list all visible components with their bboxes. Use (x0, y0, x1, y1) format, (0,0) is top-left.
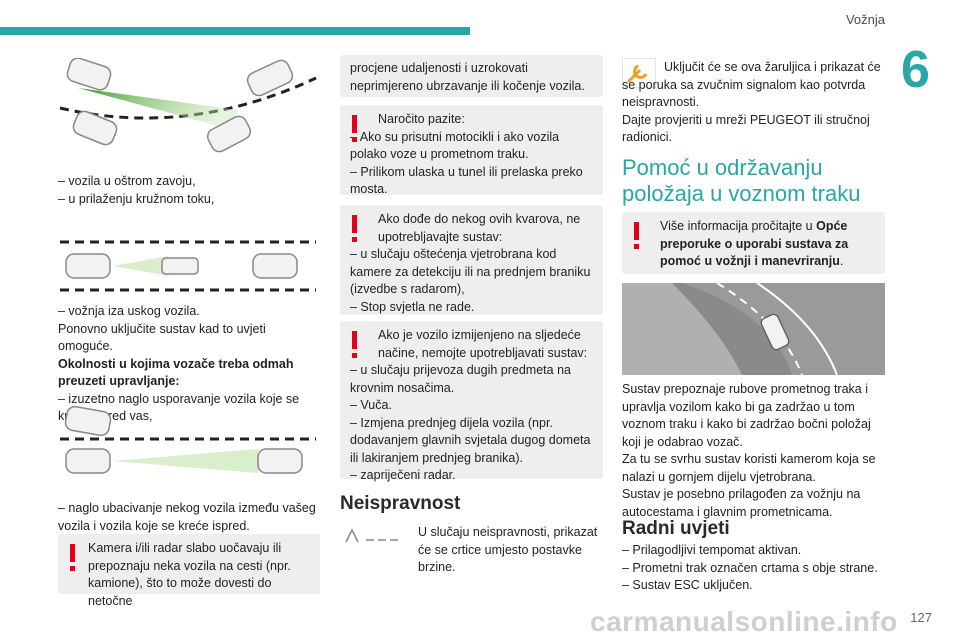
caption-line: – naglo ubacivanje nekog vozila između v… (58, 501, 316, 533)
warning-text: procjene udaljenosti i uzrokovati neprim… (350, 61, 585, 93)
warning-line: – u slučaju oštećenja vjetrobrana kod ka… (350, 247, 591, 296)
warning-title: Ako dođe do nekog ovih kvarova, ne upotr… (378, 212, 581, 244)
info-text: Više informacija pročitajte u (660, 219, 817, 233)
takeover-heading: Okolnosti u kojima vozače treba odmah pr… (58, 356, 294, 389)
warning-line: – Stop svjetla ne rade. (350, 299, 475, 314)
warning-icon (352, 331, 357, 358)
warning-line: – Ako su prisutni motocikli i ako vozila… (350, 129, 560, 162)
info-end: . (839, 254, 844, 268)
working-conditions-heading: Radni uvjeti (622, 518, 730, 539)
list-item: – Prometni trak označen crtama s obje st… (622, 560, 878, 575)
caption-line: – vozila u oštrom zavoju, (58, 174, 196, 188)
warning-title: Ako je vozilo izmijenjeno na sljedeće na… (378, 328, 588, 360)
curve-radar-illustration (59, 58, 317, 153)
lane-keeping-heading: Pomoć u održavanju položaja u voznom tra… (622, 155, 861, 206)
fig3-caption: – naglo ubacivanje nekog vozila između v… (58, 500, 320, 535)
warning-icon (352, 115, 357, 142)
warning-title: Naročito pazite: (378, 112, 465, 126)
warning-box-camera: Kamera i/ili radar slabo uočavaju ili pr… (58, 534, 320, 608)
warning-icon (70, 544, 75, 571)
section-title: Vožnja (845, 12, 885, 27)
list-item: – Sustav ESC uključen. (622, 578, 753, 592)
wrench-text-2: Dajte provjeriti u mreži PEUGEOT ili str… (622, 112, 870, 145)
cut-in-illustration (60, 405, 316, 474)
wrench-text-block: Uključit će se ova žaruljica i prikazat … (622, 59, 884, 147)
warning-box-caution: Naročito pazite: – Ako su prisutni motoc… (340, 105, 603, 196)
wrench-warning-icon (622, 58, 656, 88)
body-paragraph: Sustav je posebno prilagođen za vožnju n… (622, 487, 861, 519)
caption-line: – vožnja iza uskog vozila. (58, 304, 200, 318)
warning-line: – Izmjena prednjeg dijela vozila (npr. d… (350, 415, 591, 465)
list-item: – Prilagodljivi tempomat aktivan. (622, 543, 802, 557)
warning-icon (352, 215, 357, 242)
warning-line: – Vuča. (350, 398, 392, 412)
conditions-list: – Prilagodljivi tempomat aktivan. – Prom… (622, 542, 884, 595)
info-reference-link[interactable]: Opće preporuke o uporabi sustava za pomo… (660, 219, 849, 268)
page-number: 127 (910, 610, 932, 625)
speed-dashes-icon (345, 528, 398, 543)
chapter-number: 6 (901, 41, 930, 99)
lane-body: Sustav prepoznaje rubove prometnog traka… (622, 381, 884, 521)
warning-line: – u slučaju prijevoza dugih predmeta na … (350, 363, 571, 395)
warning-line: – Prilikom ulaska u tunel ili prelaska p… (350, 164, 583, 197)
caption-line: – u prilaženju kružnom toku, (58, 191, 215, 206)
warning-line: – zapriječeni radar. (350, 468, 456, 482)
info-box-lane: Više informacija pročitajte u Opće prepo… (622, 212, 885, 274)
wrench-text: Uključit će se ova žaruljica i prikazat … (622, 60, 881, 109)
warning-box-continued: procjene udaljenosti i uzrokovati neprim… (340, 55, 603, 97)
fault-heading: Neispravnost (340, 493, 461, 514)
warning-box-faults: Ako dođe do nekog ovih kvarova, ne upotr… (340, 205, 603, 315)
watermark: carmanualsonline.info (590, 606, 898, 637)
fig1-caption: – vozila u oštrom zavoju, – u prilaženju… (58, 173, 320, 208)
fault-text: U slučaju neispravnosti, prikazat će se … (418, 525, 598, 574)
warning-text: Kamera i/ili radar slabo uočavaju ili pr… (88, 541, 291, 608)
caption-line: Ponovno uključite sustav kad to uvjeti o… (58, 321, 266, 354)
header-accent-bar (0, 27, 470, 35)
body-paragraph: Za tu se svrhu sustav koristi kamerom ko… (622, 452, 876, 484)
warning-icon (634, 222, 639, 249)
warning-box-modifications: Ako je vozilo izmijenjeno na sljedeće na… (340, 321, 603, 482)
body-paragraph: Sustav prepoznaje rubove prometnog traka… (622, 382, 871, 449)
lane-illustration (622, 283, 885, 375)
narrow-vehicle-illustration (60, 240, 316, 292)
